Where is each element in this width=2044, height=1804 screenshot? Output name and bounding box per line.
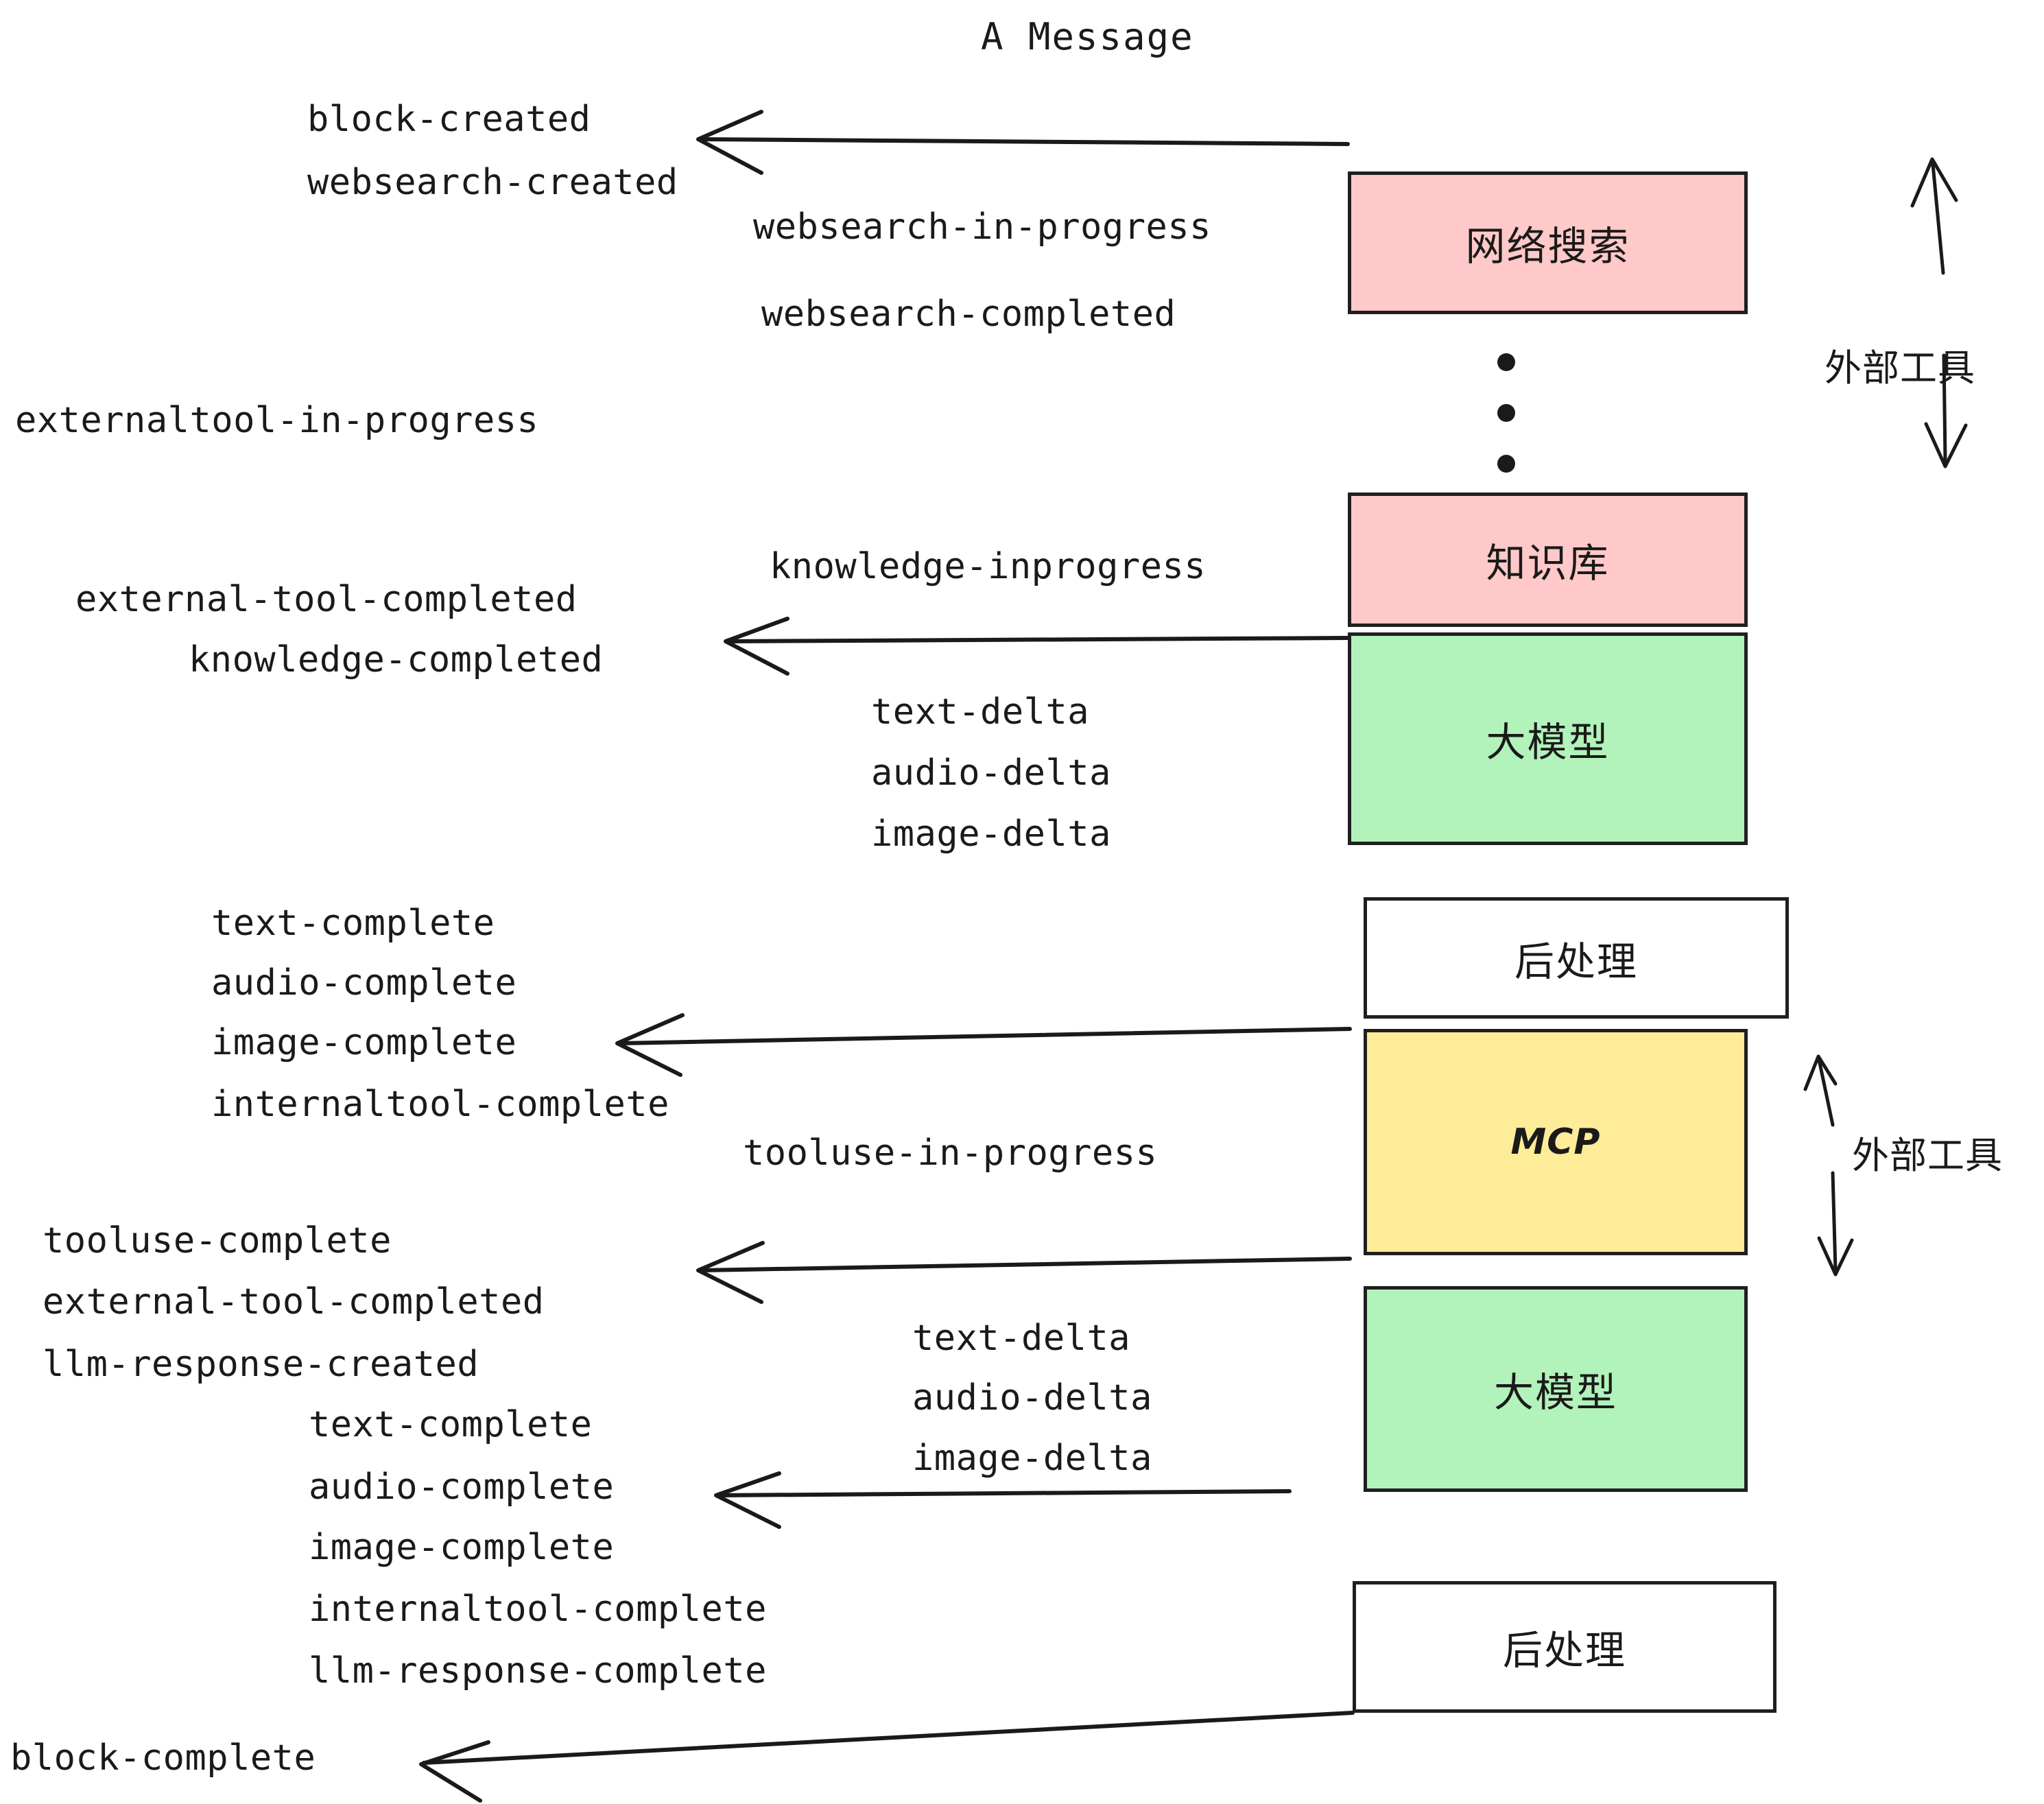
box-websearch: 网络搜索 xyxy=(1348,171,1748,314)
box-llm-second: 大模型 xyxy=(1364,1286,1748,1492)
event-label-text-complete-2: text-complete xyxy=(309,1404,593,1445)
event-label-external-tool-completed-1: external-tool-completed xyxy=(75,579,578,620)
box-llm-second-label: 大模型 xyxy=(1493,1369,1617,1416)
event-label-knowledge-inprogress: knowledge-inprogress xyxy=(770,546,1207,587)
event-label-tooluse-complete: tooluse-complete xyxy=(43,1220,392,1261)
external-tool-arrow-up-1 xyxy=(1910,157,1958,275)
arrow-postprocess-to-block-complete xyxy=(419,1711,1355,1803)
annotation-external-tool-1: 外部工具 xyxy=(1825,337,1975,392)
event-label-audio-delta-2: audio-delta xyxy=(912,1377,1152,1419)
box-knowledge-label: 知识库 xyxy=(1486,540,1610,586)
annotation-external-tool-1-label: 外部工具 xyxy=(1825,346,1975,390)
annotation-external-tool-2-label: 外部工具 xyxy=(1852,1134,2003,1177)
event-label-external-tool-completed-2: external-tool-completed xyxy=(43,1281,545,1322)
annotation-external-tool-2: 外部工具 xyxy=(1852,1125,2003,1179)
event-label-audio-delta-1: audio-delta xyxy=(871,752,1111,794)
event-label-image-complete-1: image-complete xyxy=(211,1022,517,1063)
box-postprocess-second: 后处理 xyxy=(1353,1581,1776,1713)
page-title: A Message xyxy=(981,15,1194,58)
box-websearch-label: 网络搜索 xyxy=(1465,223,1630,270)
event-label-image-delta-1: image-delta xyxy=(871,814,1111,855)
event-label-block-created: block-created xyxy=(307,99,591,140)
external-tool-arrow-up-2 xyxy=(1803,1054,1838,1127)
event-label-internaltool-complete-2: internaltool-complete xyxy=(309,1589,767,1630)
box-postprocess-second-label: 后处理 xyxy=(1502,1627,1626,1674)
box-llm-first-label: 大模型 xyxy=(1486,719,1610,765)
event-label-audio-complete-2: audio-complete xyxy=(309,1467,615,1508)
external-tool-arrow-down-2 xyxy=(1817,1171,1854,1277)
arrow-knowledge-to-completed xyxy=(724,617,1350,676)
box-llm-first: 大模型 xyxy=(1348,632,1748,845)
arrow-llm-to-audio-complete xyxy=(714,1471,1292,1529)
arrow-mcp-to-tooluse-complete xyxy=(696,1241,1352,1304)
arrow-postprocess-to-image-complete xyxy=(615,1013,1352,1077)
box-postprocess-first-label: 后处理 xyxy=(1514,938,1638,985)
event-label-llm-response-complete: llm-response-complete xyxy=(309,1650,767,1692)
event-label-knowledge-completed: knowledge-completed xyxy=(189,639,604,680)
event-label-websearch-completed: websearch-completed xyxy=(761,294,1176,335)
event-label-tooluse-in-progress: tooluse-in-progress xyxy=(743,1132,1158,1174)
event-label-websearch-created: websearch-created xyxy=(307,162,678,203)
event-label-block-complete: block-complete xyxy=(10,1737,316,1779)
ellipsis-dots xyxy=(1497,353,1515,473)
event-label-externaltool-in-progress: externaltool-in-progress xyxy=(15,400,539,441)
event-label-image-delta-2: image-delta xyxy=(912,1438,1152,1479)
event-label-text-delta-1: text-delta xyxy=(871,691,1090,733)
box-postprocess-first: 后处理 xyxy=(1364,897,1789,1019)
event-label-llm-response-created: llm-response-created xyxy=(43,1344,479,1385)
box-mcp-label: MCP xyxy=(1510,1121,1601,1163)
event-label-text-complete-1: text-complete xyxy=(211,903,495,944)
arrow-websearch-to-created xyxy=(696,110,1350,175)
event-label-internaltool-complete-1: internaltool-complete xyxy=(211,1084,669,1125)
event-label-image-complete-2: image-complete xyxy=(309,1527,615,1568)
event-label-audio-complete-1: audio-complete xyxy=(211,962,517,1004)
event-label-websearch-in-progress: websearch-in-progress xyxy=(753,206,1211,248)
box-mcp: MCP xyxy=(1364,1029,1748,1255)
box-knowledge: 知识库 xyxy=(1348,492,1748,627)
event-label-text-delta-2: text-delta xyxy=(912,1318,1131,1359)
